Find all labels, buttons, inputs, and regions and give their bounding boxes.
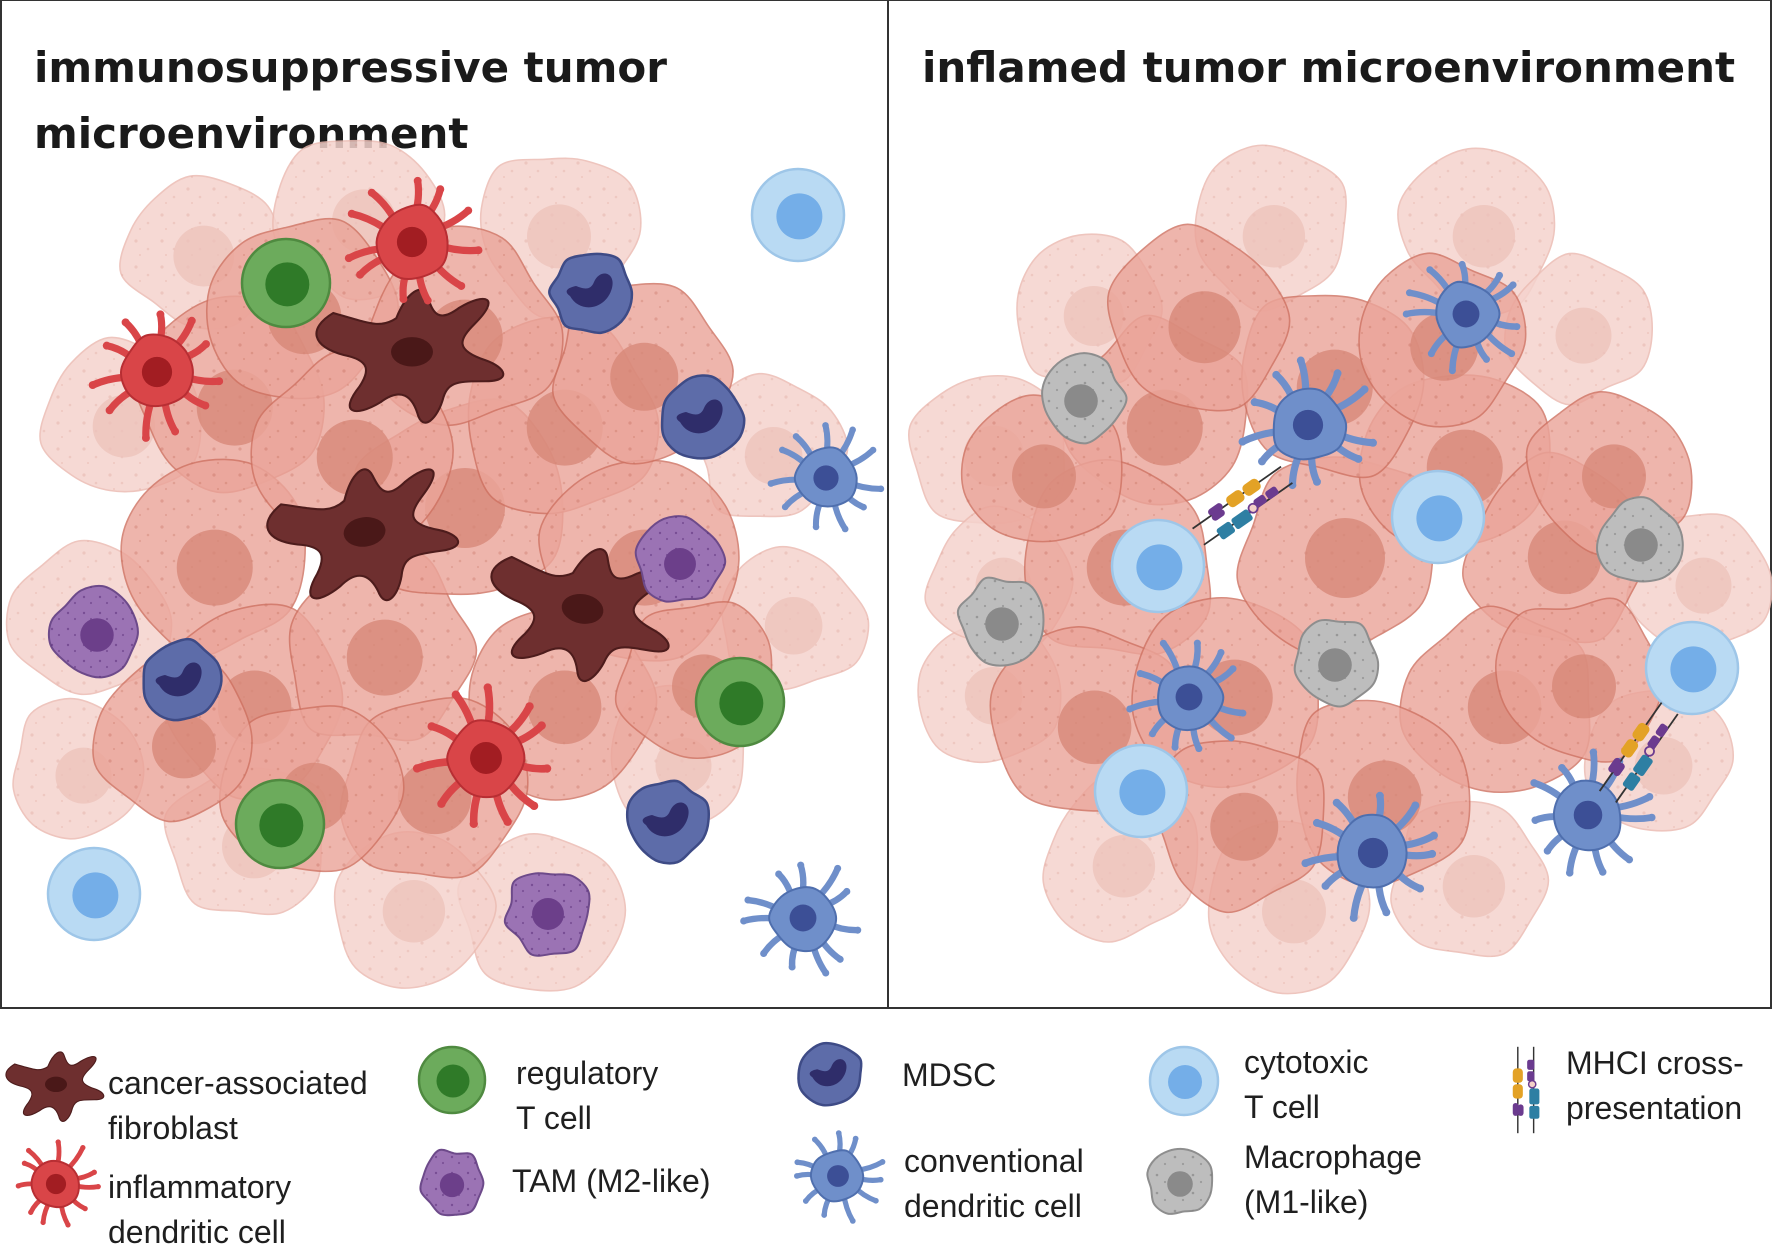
tam-cell (503, 872, 591, 957)
legend-m1-label-line2: (M1-like) (1244, 1184, 1368, 1220)
cancer-associated-fibroblast (490, 548, 670, 682)
mhc-cross-presentation (1192, 465, 1293, 546)
tumor-cell (1153, 740, 1325, 914)
legend-idc-label-line1: inflammatory (108, 1169, 291, 1205)
regulatory-t-cell (694, 656, 786, 748)
mdsc-cell (660, 374, 746, 460)
conventional-dendritic-cell (1238, 356, 1377, 490)
conventional-dendritic-cell (1530, 748, 1656, 877)
macrophage-cell (956, 576, 1045, 667)
legend-cdc-label-line2: dendritic cell (904, 1188, 1082, 1224)
legend-caf-label-line1: cancer-associated (108, 1065, 368, 1101)
conventional-dc-icon (794, 1130, 886, 1224)
legend-tam-label: TAM (M2-like) (512, 1163, 711, 1199)
panel-frame (0, 0, 1772, 1009)
legend-ctl-label-line1: cytotoxic (1244, 1044, 1368, 1080)
immunosuppressive-tumor-scene (5, 139, 885, 992)
inflammatory-dc-icon (15, 1139, 101, 1228)
left-panel-title-line2: microenvironment (34, 109, 468, 158)
macrophage-icon (1146, 1147, 1214, 1215)
tam-cell (634, 515, 727, 603)
legend-idc-label-line2: dendritic cell (108, 1214, 286, 1246)
macrophage-cell (1041, 352, 1128, 445)
legend-icons (5, 1041, 1540, 1228)
cytotoxic-t-cell (1390, 469, 1486, 565)
cancer-associated-fibroblast (266, 468, 459, 602)
cytotoxic-t-cell (46, 846, 142, 942)
inflammatory-dendritic-cell (412, 683, 552, 828)
legend-caf-label-line2: fibroblast (108, 1110, 238, 1146)
legend-treg-label-line1: regulatory (516, 1055, 658, 1091)
mdsc-cell (142, 637, 223, 722)
conventional-dendritic-cell (767, 422, 885, 533)
tumor-cell (1107, 223, 1291, 412)
cytotoxic-t-cell (1644, 620, 1740, 716)
legend-mhc-label-line1: MHCI cross- (1566, 1045, 1744, 1081)
legend: cancer-associated fibroblast inflammator… (5, 1041, 1744, 1246)
inflammatory-dendritic-cell (88, 310, 224, 442)
cytotoxic-t-cell (1093, 743, 1189, 839)
mdsc-cell (625, 779, 711, 865)
inflammatory-dendritic-cell (344, 176, 483, 305)
tam-cell (47, 584, 139, 679)
right-panel-title: inflamed tumor microenvironment (922, 43, 1735, 92)
inflamed-tumor-scene (908, 144, 1772, 995)
cytotoxic-t-icon (1148, 1045, 1220, 1117)
macrophage-cell (1596, 496, 1684, 583)
left-panel-title-line1: immunosuppressive tumor (34, 43, 667, 92)
conventional-dendritic-cell (1126, 639, 1247, 753)
legend-treg-label-line2: T cell (516, 1100, 592, 1136)
mdsc-cell (548, 252, 634, 335)
legend-mdsc-label: MDSC (902, 1057, 996, 1093)
mhc-cross-presentation (1598, 702, 1679, 803)
regulatory-t-cell (240, 237, 332, 329)
mdsc-icon (797, 1041, 863, 1107)
legend-cdc-label-line1: conventional (904, 1143, 1084, 1179)
tumor-cell (1494, 597, 1664, 763)
cytotoxic-t-cell (1110, 518, 1206, 614)
mhc-icon (1512, 1046, 1540, 1134)
legend-ctl-label-line2: T cell (1244, 1089, 1320, 1125)
regulatory-t-cell (234, 778, 326, 870)
macrophage-cell (1293, 618, 1380, 708)
legend-mhc-label-line2: presentation (1566, 1090, 1742, 1126)
tam-icon (419, 1148, 485, 1217)
cytotoxic-t-cell (750, 167, 846, 263)
conventional-dendritic-cell (740, 861, 862, 977)
conventional-dendritic-cell (1402, 260, 1521, 375)
fibroblast-icon (5, 1051, 105, 1122)
treg-icon (417, 1045, 487, 1115)
legend-m1-label-line1: Macrophage (1244, 1139, 1422, 1175)
conventional-dendritic-cell (1301, 791, 1438, 922)
tumor-cell (288, 551, 478, 742)
